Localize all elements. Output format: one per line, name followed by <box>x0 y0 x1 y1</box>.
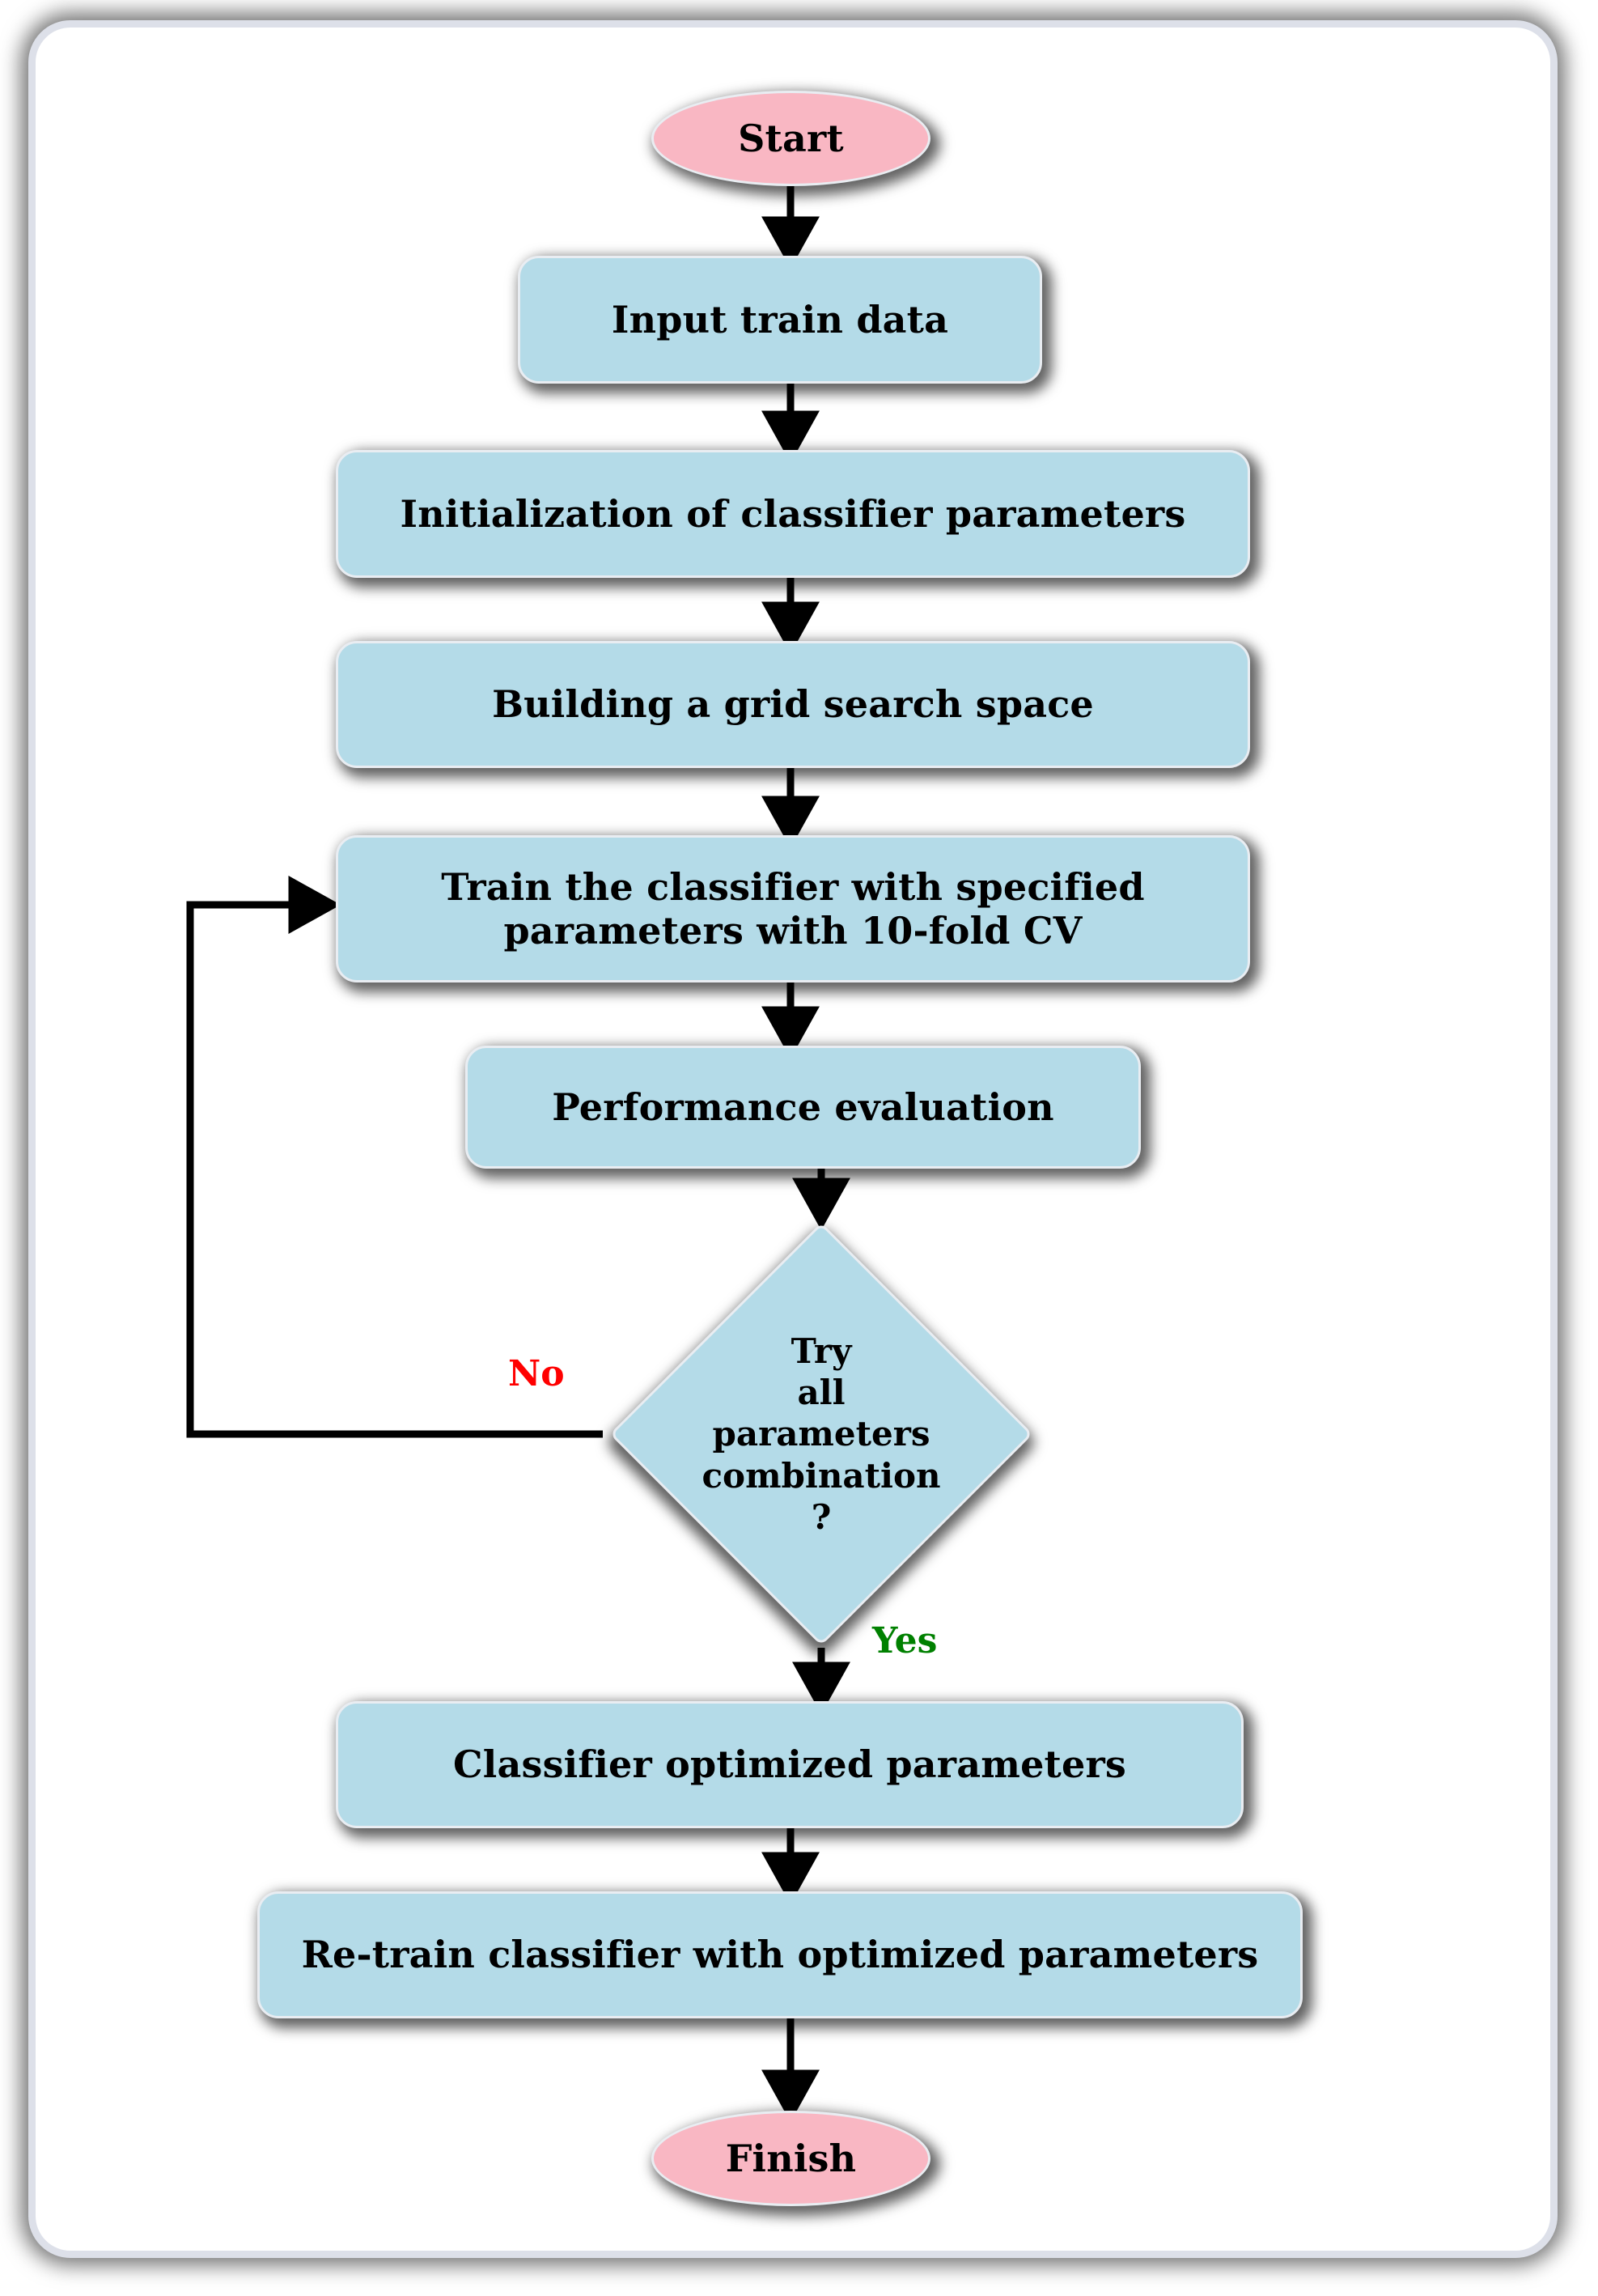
node-train-classifier-label-line2: parameters with 10-fold CV <box>503 909 1083 953</box>
node-grid-search-space-label: Building a grid search space <box>492 682 1094 727</box>
node-train-classifier: Train the classifier with specified para… <box>336 835 1250 982</box>
node-optimized-parameters: Classifier optimized parameters <box>336 1701 1244 1828</box>
decision-label-line3: parameters <box>712 1414 930 1454</box>
node-retrain-classifier: Re-train classifier with optimized param… <box>257 1891 1303 2018</box>
node-optimized-parameters-label: Classifier optimized parameters <box>452 1742 1127 1787</box>
decision-label-line5: ? <box>811 1496 832 1537</box>
edge-label-no-text: No <box>508 1353 565 1394</box>
node-initialization-label: Initialization of classifier parameters <box>400 491 1186 536</box>
node-grid-search-space: Building a grid search space <box>336 641 1250 768</box>
node-performance-evaluation-label: Performance evaluation <box>552 1084 1054 1129</box>
edge-label-yes-text: Yes <box>872 1620 938 1662</box>
node-input-train-data: Input train data <box>518 256 1042 384</box>
node-input-train-data-label: Input train data <box>611 297 949 342</box>
node-finish-label: Finish <box>725 2136 857 2180</box>
node-train-classifier-label-line1: Train the classifier with specified <box>441 864 1145 909</box>
node-initialization: Initialization of classifier parameters <box>336 450 1250 578</box>
node-decision-try-all-parameters: Try all parameters combination ? <box>609 1222 1033 1646</box>
node-start-label: Start <box>738 116 844 160</box>
edge-label-yes: Yes <box>872 1620 937 1662</box>
node-retrain-classifier-label: Re-train classifier with optimized param… <box>301 1933 1259 1977</box>
node-start: Start <box>651 91 930 186</box>
node-performance-evaluation: Performance evaluation <box>465 1046 1141 1169</box>
decision-text: Try all parameters combination ? <box>591 1203 1052 1665</box>
decision-label-line1: Try <box>791 1330 852 1371</box>
edge-label-no: No <box>508 1353 565 1394</box>
decision-label-line2: all <box>797 1373 846 1413</box>
node-finish: Finish <box>651 2111 930 2206</box>
decision-label-line4: combination <box>702 1455 941 1496</box>
